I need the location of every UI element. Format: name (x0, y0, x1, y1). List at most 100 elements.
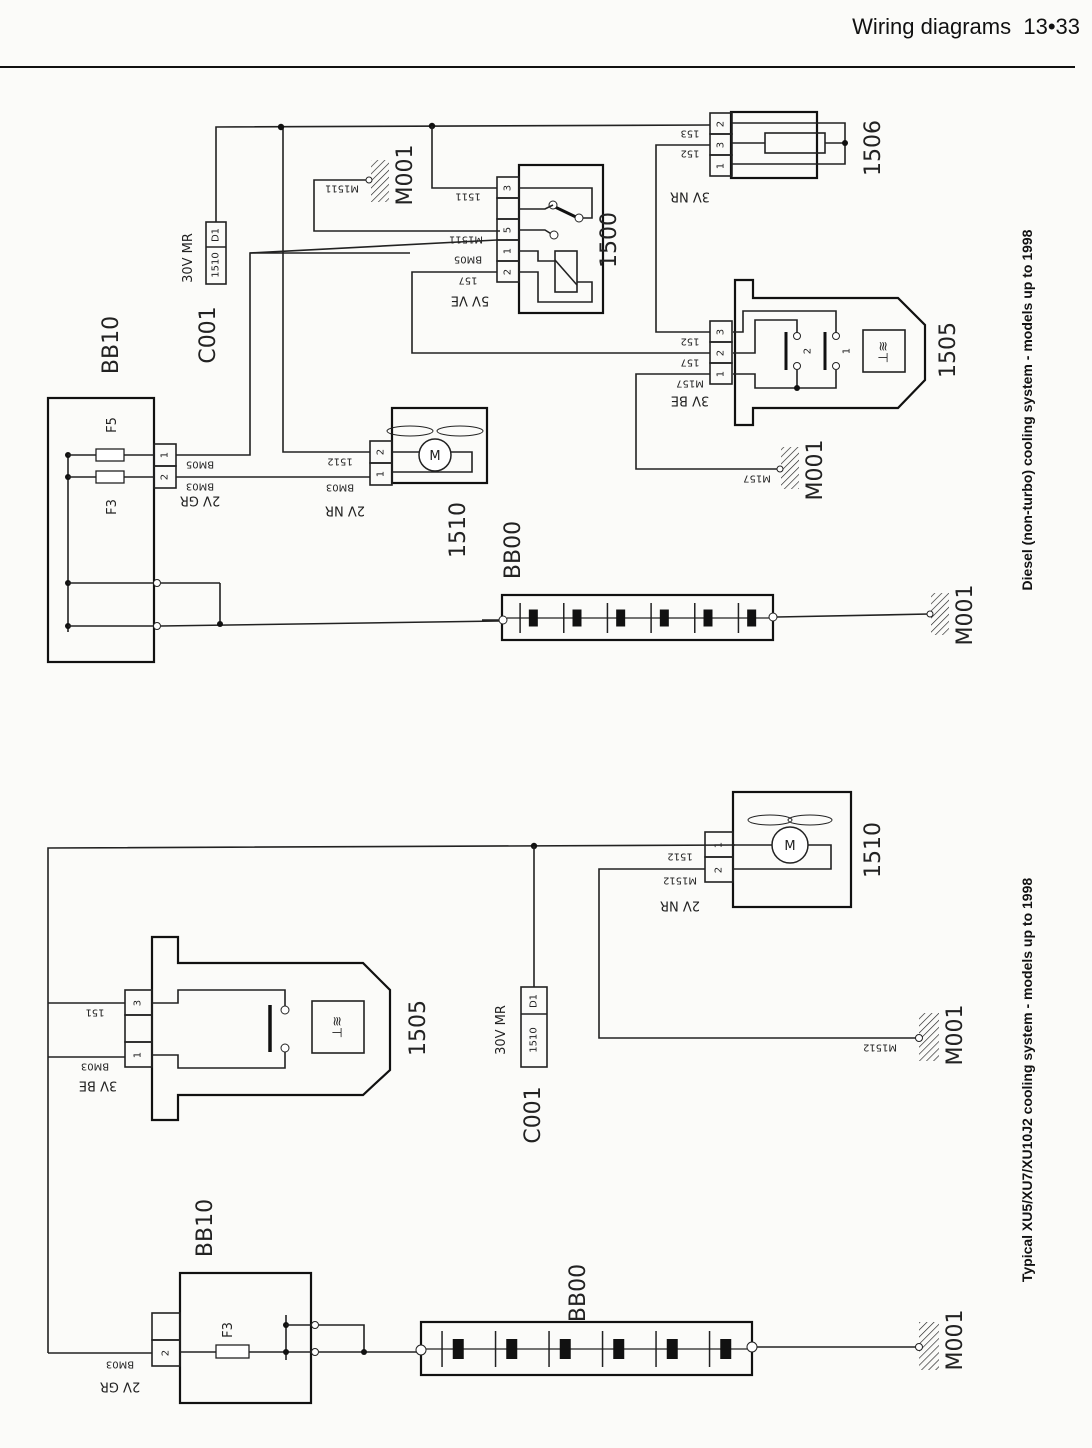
component-label: 1505 (406, 1000, 431, 1056)
connector-label: 5V VE (451, 293, 489, 308)
pin-label: 1 (716, 371, 727, 377)
wire-label: BM05 (454, 254, 482, 265)
top-ground-m1511: M1511 M001 (313, 145, 500, 232)
bottom-ground-battery: M001 (915, 1310, 968, 1371)
battery-cell-icon (613, 1339, 625, 1359)
battery-cell-icon (528, 609, 538, 627)
connector-label: 3V NR (670, 189, 710, 204)
connector-label: 2V GR (180, 493, 220, 508)
fuse-icon (95, 470, 125, 484)
connector-label: 2V GR (100, 1379, 140, 1394)
battery-cell-icon (572, 609, 582, 627)
wire-label: BM03 (106, 1359, 134, 1370)
component-label: 1510 (446, 502, 471, 558)
page-header: Wiring diagrams 13•33 (852, 14, 1080, 40)
pin-label: 2 (803, 348, 814, 354)
pin-label: 2 (160, 474, 171, 480)
battery-cell-icon (659, 609, 669, 627)
svg-text:M: M (784, 839, 795, 854)
wire-label: M1511 (325, 183, 359, 194)
diagram-caption: Diesel (non-turbo) cooling system - mode… (1019, 229, 1035, 590)
pin-label: 2 (503, 269, 514, 275)
component-label: C001 (521, 1086, 546, 1143)
wire-label: BM03 (186, 481, 214, 492)
pin-label: 3 (716, 142, 727, 148)
header-title: Wiring diagrams (852, 14, 1012, 39)
header-rule (0, 66, 1075, 68)
relay-coil-icon (554, 250, 578, 293)
diagram-caption: Typical XU5/XU7/XU10J2 cooling system - … (1019, 878, 1035, 1283)
splice-pin: D1 (211, 228, 222, 242)
ground-icon (781, 447, 799, 489)
ground-label: M001 (943, 1310, 968, 1371)
splice-pin: D1 (529, 994, 540, 1008)
wire-label: 157 (458, 275, 477, 286)
ground-label: M001 (393, 145, 418, 206)
top-fusebox-bb10: 1 2 BB10 F5 F3 2V GR (46, 316, 501, 664)
component-label: BB10 (99, 316, 124, 374)
component-label: C001 (196, 306, 221, 363)
connector-label: 30V MR (494, 1005, 509, 1055)
bottom-battery-cells (426, 1331, 747, 1367)
ground-icon (931, 593, 949, 635)
splice-pin: 1510 (211, 252, 222, 277)
connector-label: 2V NR (325, 503, 365, 518)
pin-label: 1 (716, 163, 727, 169)
top-diagram: 1 2 BB10 F5 F3 2V GR BM05 BM03 2 1 M 151… (46, 110, 1035, 664)
top-resistor-1506: 2 3 1 1506 3V NR (670, 110, 886, 204)
bottom-diagram: 3 1 ⊥≋ 1505 3V BE 151 BM03 1510 D1 30V M… (47, 790, 1035, 1405)
battery-cell-icon (559, 1339, 571, 1359)
pin-label: 1 (714, 842, 725, 848)
top-thermoswitch-1505: 3 2 1 2 1 ⊥≋ 1505 3V BE (671, 278, 961, 427)
ground-label: M001 (953, 585, 978, 646)
ground-label: M001 (943, 1005, 968, 1066)
pin-label: 1 (133, 1052, 144, 1058)
thermometer-glyph: ⊥≋ (331, 1016, 346, 1038)
pin-label: 5 (503, 227, 514, 233)
pin-label: 1 (503, 248, 514, 254)
ground-icon (371, 160, 389, 202)
fuse-icon (215, 1344, 250, 1359)
wire-label: 157 (680, 357, 699, 368)
wire-label: 151 (85, 1007, 104, 1018)
connector-label: 3V BE (671, 393, 709, 408)
fan-blade-icon (787, 814, 833, 826)
wire-label: BM03 (326, 482, 354, 493)
wire-label: M1511 (449, 234, 483, 245)
fuse-icon (95, 448, 125, 462)
component-label: 1500 (597, 212, 622, 268)
component-label: BB00 (501, 521, 526, 579)
pin-label: 2 (716, 121, 727, 127)
top-splice-c001: 1510 D1 30V MR C001 (181, 221, 227, 364)
ground-label: M001 (803, 440, 828, 501)
pin-label: 2 (714, 867, 725, 873)
battery-cell-icon (616, 609, 626, 627)
top-ground-m157: M157 M001 (743, 440, 828, 501)
motor-icon (418, 438, 452, 472)
bottom-ground-m1512: M1512 M001 (863, 1005, 968, 1066)
page-number: 13•33 (1023, 14, 1080, 39)
splice-pin: 1510 (529, 1027, 540, 1052)
component-label: BB00 (566, 1264, 591, 1322)
component-label: BB10 (193, 1199, 218, 1257)
connector-label: 30V MR (181, 233, 196, 283)
component-label: 1506 (861, 120, 886, 176)
battery-cell-icon (452, 1339, 464, 1359)
wire-label: BM03 (81, 1061, 109, 1072)
connector-label: 2V NR (660, 898, 700, 913)
bottom-fusebox-bb10: 2 BB10 F3 2V GR (100, 1199, 418, 1405)
pin-label: 1 (160, 452, 171, 458)
wire-label: 153 (680, 128, 699, 139)
pin-label: 2 (376, 449, 387, 455)
wire-label: 1512 (327, 456, 352, 467)
top-relay-1500: 3 5 1 2 1500 5V VE (451, 163, 622, 315)
fan-blade-icon (436, 425, 484, 437)
pin-label: 1 (376, 471, 387, 477)
battery-cell-icon (506, 1339, 518, 1359)
battery-cell-icon (666, 1339, 678, 1359)
connector-label: 3V BE (79, 1078, 117, 1093)
thermometer-glyph: ⊥≋ (877, 341, 892, 363)
wire-label: M157 (676, 378, 704, 389)
pin-label: 1 (842, 348, 853, 354)
